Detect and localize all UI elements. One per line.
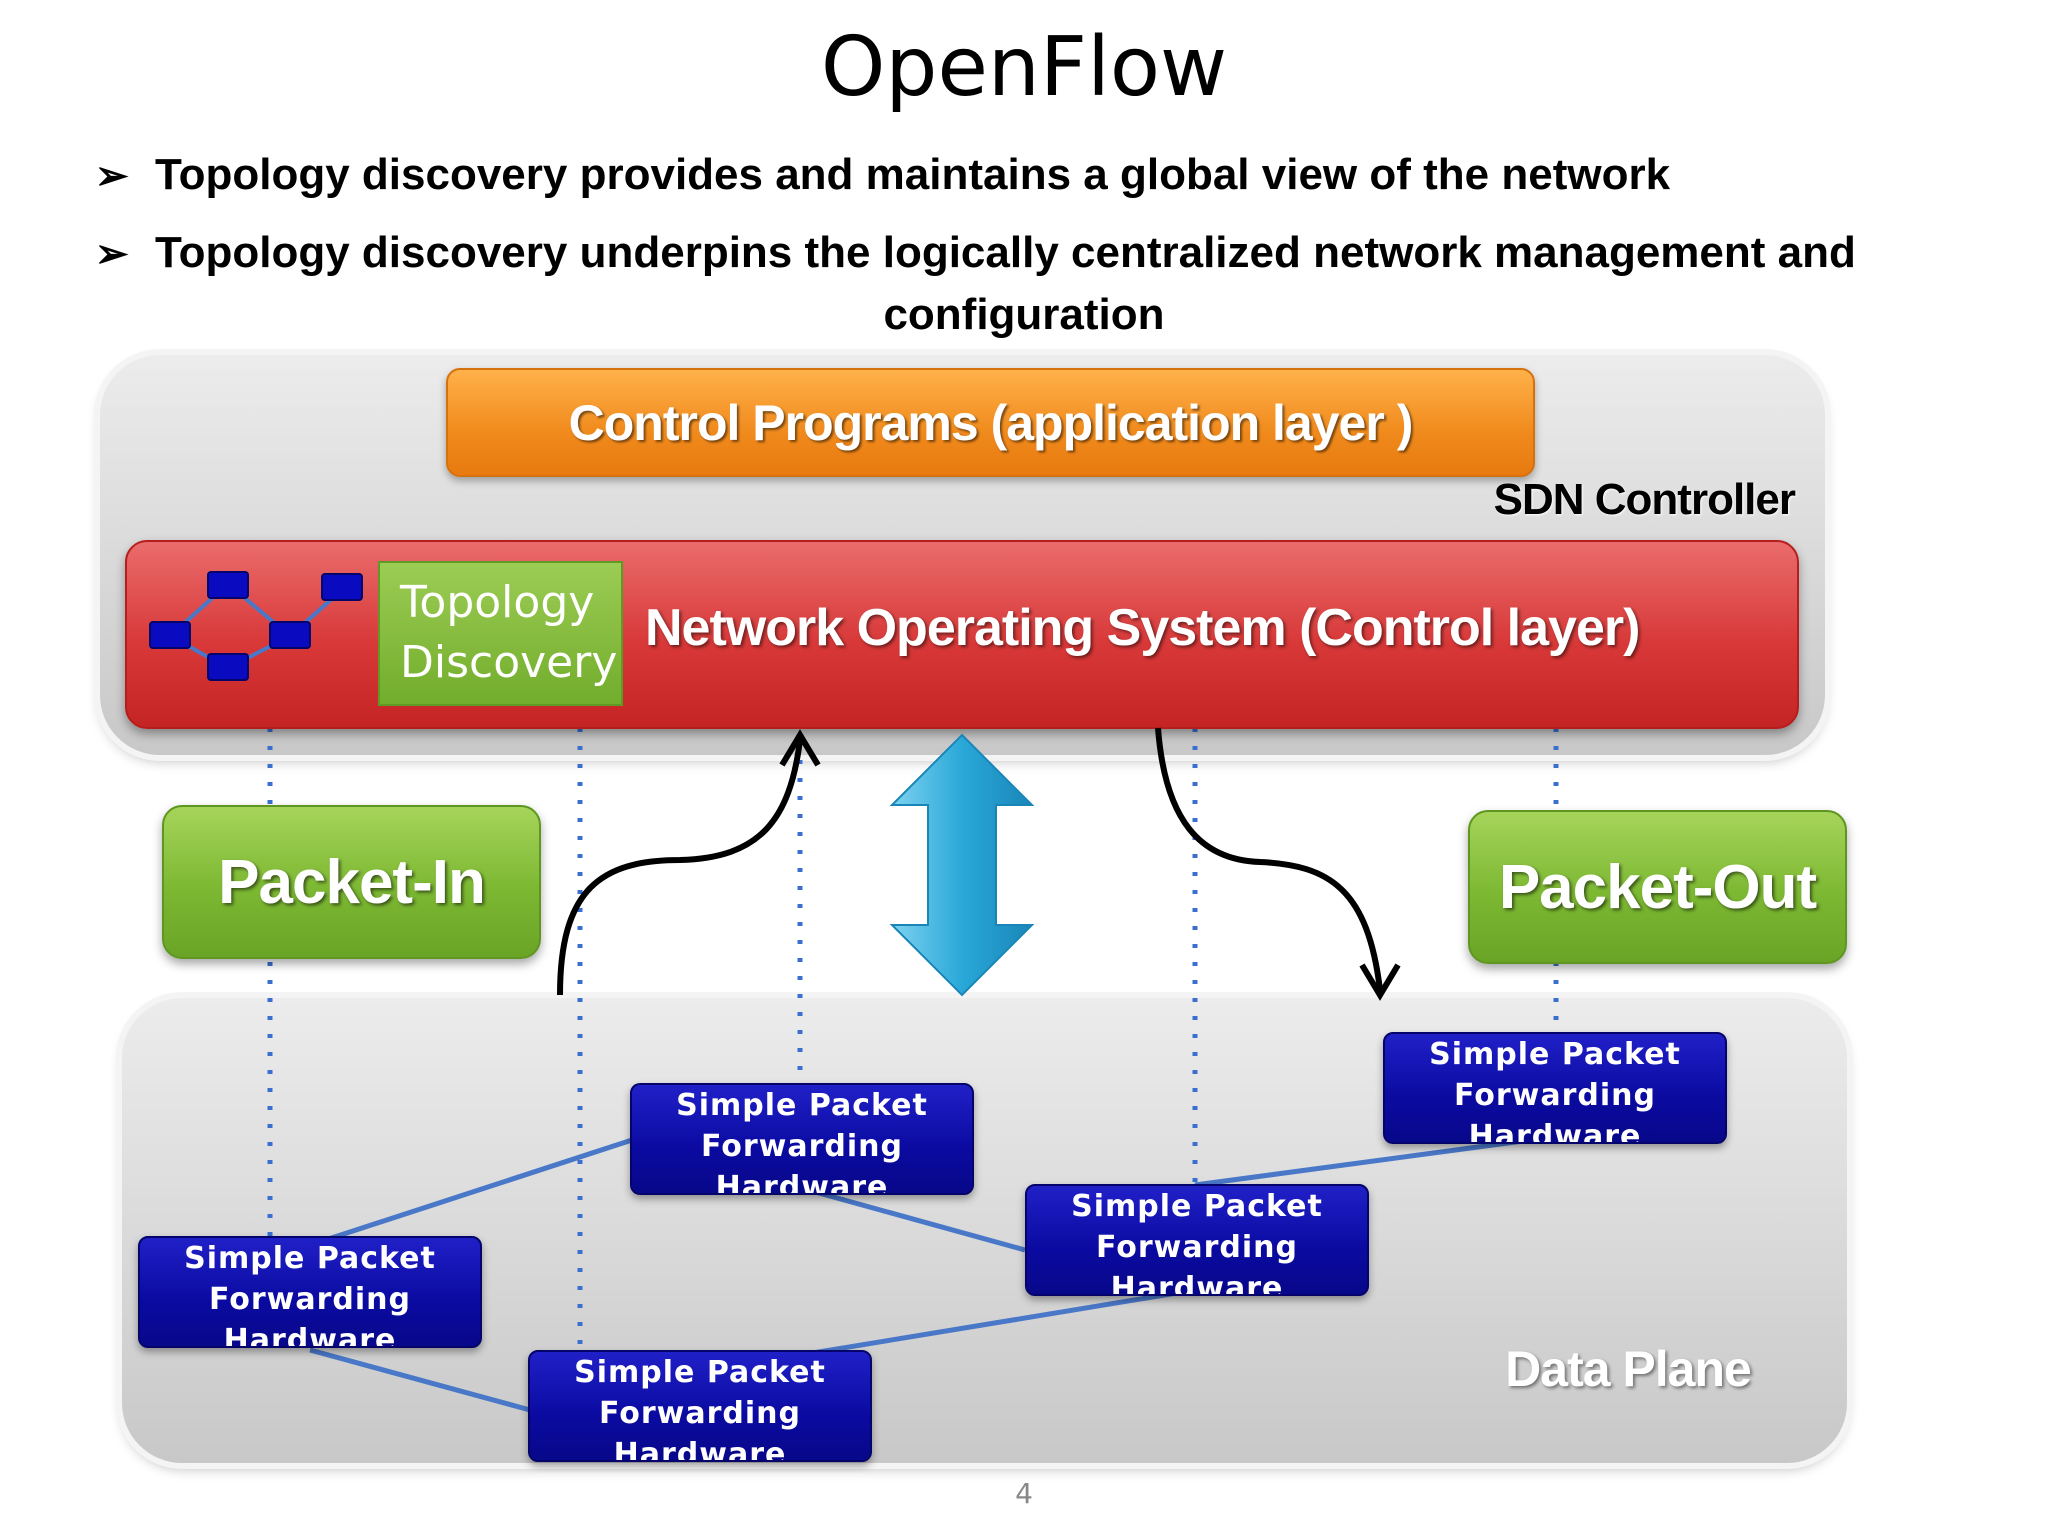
arrow-bullet-icon: ➢ <box>95 232 129 276</box>
hardware-line: Forwarding <box>208 1282 412 1317</box>
bullet-2-continuation: configuration <box>883 290 1165 339</box>
bullet-1: ➢ Topology discovery provides and maintai… <box>95 150 1670 200</box>
hardware-box-4: Simple Packet Forwarding Hardware <box>138 1236 482 1348</box>
network-os-label: Network Operating System (Control layer) <box>645 599 1640 657</box>
hardware-line: Simple Packet <box>184 1241 436 1276</box>
hardware-line: Simple Packet <box>1071 1189 1323 1224</box>
hardware-line: Hardware <box>223 1323 397 1348</box>
topology-line-1: Topology <box>400 577 595 628</box>
packet-in-curve-arrow <box>557 739 803 996</box>
hardware-line: Simple Packet <box>1429 1037 1681 1072</box>
hardware-line: Hardware <box>613 1437 787 1462</box>
packet-out-box: Packet-Out <box>1468 810 1847 964</box>
packet-out-curve-arrow <box>1155 727 1383 991</box>
hardware-line: Forwarding <box>598 1396 802 1431</box>
data-plane-label: Data Plane <box>1505 1341 1752 1397</box>
hardware-line: Hardware <box>1110 1271 1284 1296</box>
page-number: 4 <box>1015 1477 1033 1510</box>
sdn-controller-label: SDN Controller <box>1493 475 1796 524</box>
bullet-2: ➢ Topology discovery underpins the logica… <box>95 228 1856 278</box>
bullet-1-text: Topology discovery provides and maintain… <box>155 150 1671 199</box>
hardware-line: Simple Packet <box>676 1088 928 1123</box>
hardware-line: Forwarding <box>700 1129 904 1164</box>
hardware-line: Hardware <box>715 1170 889 1195</box>
topology-discovery-box: Topology Discovery <box>378 561 623 706</box>
packet-in-arrowhead-icon <box>779 729 821 767</box>
control-programs-box: Control Programs (application layer ) <box>446 368 1535 477</box>
hardware-box-5: Simple Packet Forwarding Hardware <box>528 1350 872 1462</box>
link-line <box>769 1287 1196 1363</box>
packet-out-arrowhead-icon <box>1359 963 1401 1001</box>
link-line <box>309 1137 633 1248</box>
hardware-box-3: Simple Packet Forwarding Hardware <box>1025 1184 1369 1296</box>
packet-in-box: Packet-In <box>162 805 541 959</box>
link-line <box>1194 1137 1531 1188</box>
hardware-line: Forwarding <box>1453 1078 1657 1113</box>
hardware-box-2: Simple Packet Forwarding Hardware <box>1383 1032 1727 1144</box>
arrow-bullet-icon: ➢ <box>95 154 129 198</box>
link-line <box>309 1347 531 1413</box>
hardware-line: Hardware <box>1468 1119 1642 1144</box>
hardware-line: Simple Packet <box>574 1355 826 1390</box>
bullet-2-text: Topology discovery underpins the logical… <box>155 228 1856 277</box>
topology-line-2: Discovery <box>400 637 618 688</box>
hardware-line: Forwarding <box>1095 1230 1299 1265</box>
double-arrow-icon <box>889 733 1035 997</box>
link-line <box>789 1182 1026 1253</box>
slide-title: OpenFlow <box>820 20 1228 115</box>
hardware-box-1: Simple Packet Forwarding Hardware <box>630 1083 974 1195</box>
